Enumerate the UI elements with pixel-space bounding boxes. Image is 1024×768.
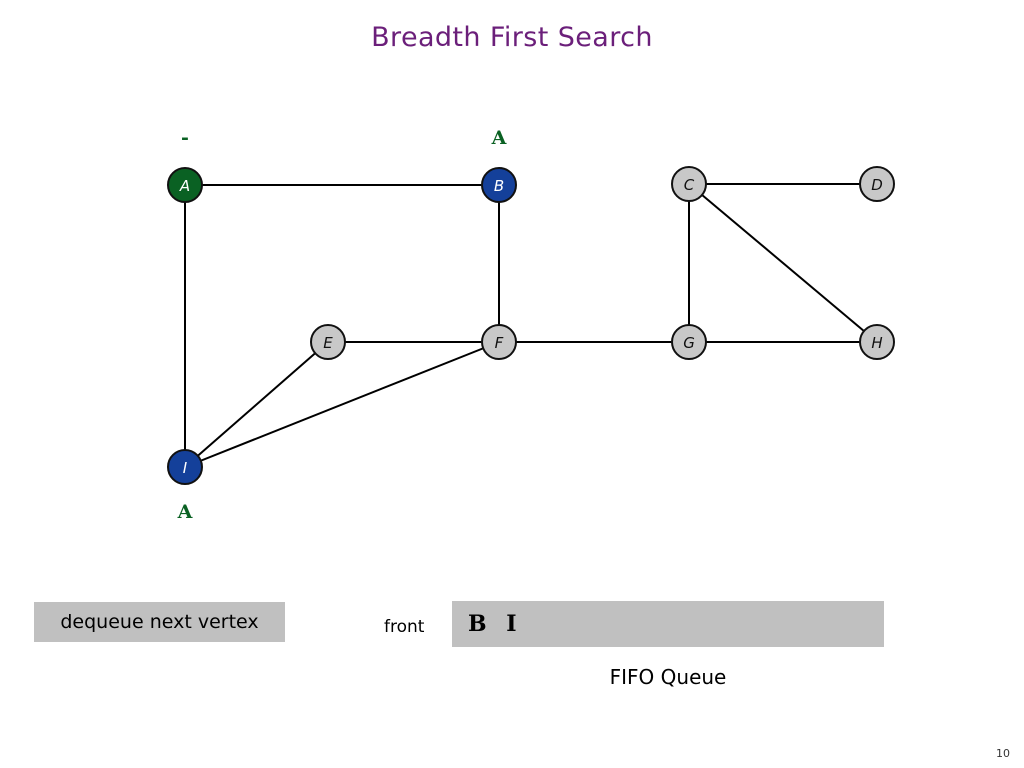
dequeue-next-vertex-button[interactable]: dequeue next vertex — [34, 602, 285, 642]
graph-node-i[interactable]: I — [167, 449, 203, 485]
queue-front-label: front — [384, 617, 425, 637]
graph-node-g[interactable]: G — [671, 324, 707, 360]
graph-edge-c-h — [688, 183, 878, 343]
node-label-g: G — [683, 334, 695, 352]
node-circle-h — [859, 324, 895, 360]
node-label-c: C — [684, 176, 695, 194]
node-circle-c — [671, 166, 707, 202]
node-predecessor-label-i: A — [177, 501, 193, 523]
fifo-queue-caption: FIFO Queue — [609, 665, 727, 689]
queue-contents: B I — [468, 611, 523, 637]
graph-edges — [184, 183, 878, 468]
fifo-queue-box: B I — [452, 601, 884, 647]
node-circle-f — [481, 324, 517, 360]
graph-node-f[interactable]: F — [481, 324, 517, 360]
graph-node-a[interactable]: A — [167, 167, 203, 203]
node-label-b: B — [494, 177, 504, 195]
node-label-e: E — [323, 334, 333, 352]
node-circle-d — [859, 166, 895, 202]
node-circle-e — [310, 324, 346, 360]
graph-nodes: A B C D E F G H I — [167, 166, 895, 485]
node-label-f: F — [495, 334, 504, 352]
node-predecessor-label-a: - — [181, 127, 189, 149]
graph-edge-f-i — [184, 341, 500, 468]
node-label-a: A — [179, 177, 190, 195]
node-predecessor-label-b: A — [491, 127, 507, 149]
node-circle-b — [481, 167, 517, 203]
node-label-i: I — [183, 459, 188, 477]
graph-node-d[interactable]: D — [859, 166, 895, 202]
node-circle-i — [167, 449, 203, 485]
graph-edge-e-i — [184, 341, 329, 468]
dequeue-button-label: dequeue next vertex — [60, 611, 259, 633]
node-label-d: D — [871, 176, 883, 194]
graph-node-b[interactable]: B — [481, 167, 517, 203]
graph-node-c[interactable]: C — [671, 166, 707, 202]
graph-node-e[interactable]: E — [310, 324, 346, 360]
node-label-h: H — [871, 334, 882, 352]
graph-node-h[interactable]: H — [859, 324, 895, 360]
page-number: 10 — [996, 747, 1010, 760]
graph-distance-labels: - A A — [177, 127, 507, 523]
node-circle-g — [671, 324, 707, 360]
page-title: Breadth First Search — [371, 22, 653, 53]
node-circle-a — [167, 167, 203, 203]
